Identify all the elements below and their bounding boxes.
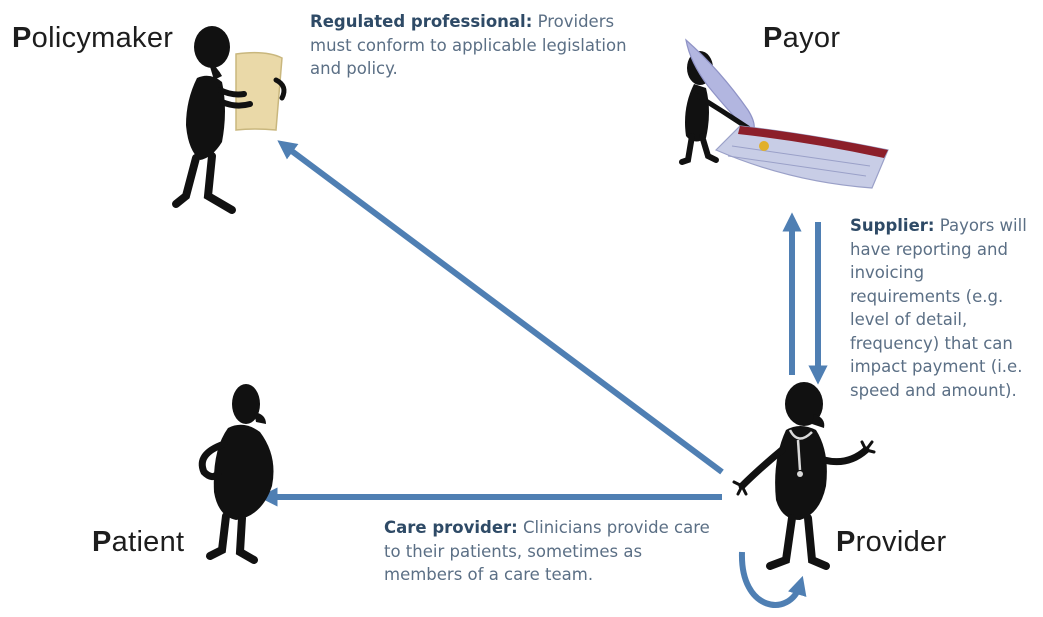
label-policymaker: Policymaker [12, 22, 173, 55]
payor-figure-icon [679, 38, 889, 189]
label-provider-initial: P [836, 526, 856, 558]
provider-figure-icon [732, 382, 876, 570]
regulated-professional-text: Regulated professional: Providers must c… [310, 10, 650, 81]
label-payor: Payor [763, 22, 840, 55]
arrow-provider-self-loop [738, 551, 807, 608]
policymaker-figure-icon [172, 26, 287, 214]
label-payor-initial: P [763, 22, 783, 54]
care-provider-body: Clinicians provide care to their patient… [384, 518, 710, 584]
patient-figure-icon [198, 384, 274, 564]
regulated-professional-body: Providers must conform to applicable leg… [310, 12, 627, 78]
arrow-provider-to-policymaker [277, 140, 724, 475]
label-policymaker-rest: olicymaker [31, 22, 174, 54]
care-provider-text: Care provider: Clinicians provide care t… [384, 516, 724, 587]
regulated-professional-title: Regulated professional: [310, 12, 533, 31]
supplier-title: Supplier: [850, 216, 935, 235]
supplier-body: Payors will have reporting and invoicing… [850, 216, 1027, 400]
label-patient-initial: P [92, 526, 112, 558]
supplier-text: Supplier: Payors will have reporting and… [850, 214, 1036, 402]
label-patient: Patient [92, 526, 184, 559]
label-provider-rest: rovider [855, 526, 947, 558]
label-policymaker-initial: P [12, 22, 32, 54]
label-payor-rest: ayor [782, 22, 841, 54]
care-provider-title: Care provider: [384, 518, 518, 537]
label-patient-rest: atient [111, 526, 185, 558]
label-provider: Provider [836, 526, 946, 559]
